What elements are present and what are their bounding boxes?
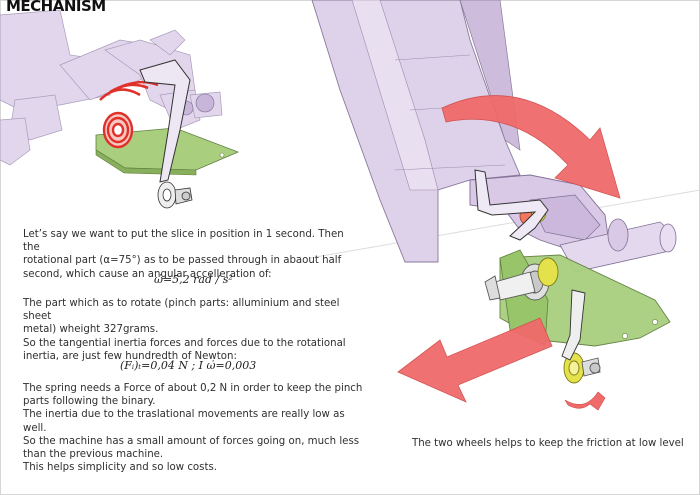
wheels-caption: The two wheels helps to keep the frictio… xyxy=(412,438,684,449)
spring-force-paragraph: The spring needs a Force of about 0,2 N … xyxy=(23,383,363,474)
angular-acceleration-equation: ω̇=5,2 rad / s² xyxy=(154,273,233,286)
inertia-paragraph: The part which as to rotate (pinch parts… xyxy=(23,298,346,362)
intro-paragraph: Let’s say we want to put the slice in po… xyxy=(23,229,344,280)
page-title: MECHANISM xyxy=(6,0,106,15)
inertia-force-equation: (Fᵢ)ₜ=0,04 N ; I ω̇=0,003 xyxy=(120,359,257,372)
